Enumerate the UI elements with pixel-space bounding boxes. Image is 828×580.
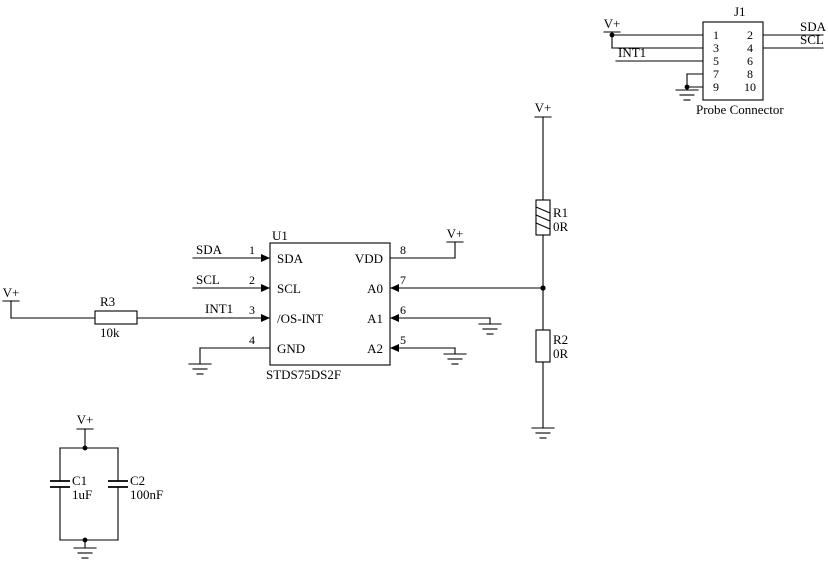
ic-ref: U1 <box>272 228 288 243</box>
capacitor-c2: C2 100nF <box>108 447 163 541</box>
pin-number: 4 <box>249 333 255 347</box>
pin-name: GND <box>277 341 305 356</box>
resistor-hatch <box>535 214 551 222</box>
pin-number: 7 <box>400 273 406 287</box>
vplus-symbol: V+ <box>603 16 621 33</box>
net-label-int1: INT1 <box>618 45 646 60</box>
ground-symbol <box>73 547 97 559</box>
junction-dot <box>540 285 546 291</box>
r1-r2-branch: V+ R1 0R R2 0R <box>531 100 569 439</box>
pin-number-2: 2 <box>747 28 753 42</box>
pin-number: 2 <box>249 273 255 287</box>
resistor-ref: R3 <box>100 294 115 309</box>
resistor-hatch <box>535 206 551 214</box>
pin-number: 3 <box>249 303 255 317</box>
resistor-body <box>94 310 138 325</box>
ground-symbol <box>443 353 467 365</box>
pin-number-8: 8 <box>747 67 753 81</box>
resistor-r3: R3 10k <box>94 294 138 340</box>
pin-arrow-icon <box>390 314 399 322</box>
pin-name: VDD <box>355 251 383 266</box>
ground-symbol <box>478 323 502 335</box>
resistor-r1: R1 0R <box>535 199 569 236</box>
vplus-symbol: V+ <box>446 226 464 243</box>
pin-name: A2 <box>367 341 383 356</box>
net-label-int1: INT1 <box>205 301 233 316</box>
net-label-sda: SDA <box>800 19 827 34</box>
capacitor-value: 1uF <box>72 487 92 502</box>
pin-name: A0 <box>367 281 383 296</box>
resistor-r2: R2 0R <box>535 329 569 363</box>
pin-number: 8 <box>400 243 406 257</box>
vplus-symbol: V+ <box>76 412 94 430</box>
pin-arrow-icon <box>261 314 270 322</box>
resistor-value: 0R <box>553 346 569 361</box>
resistor-ref: R1 <box>553 205 568 220</box>
connector-ref: J1 <box>734 4 746 19</box>
resistor-value: 0R <box>553 219 569 234</box>
junction-dot <box>82 445 88 451</box>
net-label-sda: SDA <box>196 242 223 257</box>
capacitor-c1: C1 1uF <box>50 447 92 541</box>
pin-number-4: 4 <box>747 41 753 55</box>
pin-number-10: 10 <box>744 80 756 94</box>
resistor-body <box>535 329 551 363</box>
pin-number-3: 3 <box>713 41 719 55</box>
vplus-symbol: V+ <box>534 100 552 118</box>
capacitor-value: 100nF <box>130 487 163 502</box>
pin-arrow-icon <box>390 284 399 292</box>
capacitor-ref: C1 <box>72 473 87 488</box>
pin-arrow-icon <box>261 284 270 292</box>
net-label-scl: SCL <box>800 32 824 47</box>
pin-number-7: 7 <box>713 67 719 81</box>
decoupling-caps: V+ C1 1uF C2 100nF <box>50 412 163 559</box>
connector-body <box>702 21 764 101</box>
resistor-value: 10k <box>100 325 120 340</box>
pin-number-9: 9 <box>713 80 719 94</box>
u1-ic: R3 10k V+ V+ <box>2 226 544 382</box>
pin-arrow-icon <box>261 254 270 262</box>
vplus-label: V+ <box>604 16 621 31</box>
ground-symbol <box>675 89 699 101</box>
pin-number-5: 5 <box>713 54 719 68</box>
vplus-symbol: V+ <box>2 285 20 319</box>
pin-name: /OS-INT <box>277 311 323 326</box>
ground-symbol <box>531 427 555 439</box>
vplus-label: V+ <box>447 226 464 241</box>
pin-number: 6 <box>400 303 406 317</box>
vplus-label: V+ <box>77 412 94 427</box>
pin-name: SDA <box>277 251 304 266</box>
ground-symbol <box>188 363 212 375</box>
pin-number-6: 6 <box>747 54 753 68</box>
resistor-hatch <box>535 222 551 230</box>
ic-body <box>269 242 391 366</box>
ic-part-number: STDS75DS2F <box>266 367 341 382</box>
resistor-ref: R2 <box>553 332 568 347</box>
pin-arrow-icon <box>390 344 399 352</box>
net-label-scl: SCL <box>196 272 220 287</box>
pin-name: SCL <box>277 281 301 296</box>
pin-name: A1 <box>367 311 383 326</box>
junction-dot <box>684 84 690 90</box>
pin-number: 1 <box>249 243 255 257</box>
pin-number: 5 <box>400 333 406 347</box>
capacitor-ref: C2 <box>130 473 145 488</box>
vplus-label: V+ <box>3 285 20 300</box>
connector-title: Probe Connector <box>696 102 784 117</box>
vplus-label: V+ <box>535 100 552 115</box>
junction-dot <box>609 32 615 38</box>
pin-number-1: 1 <box>713 28 719 42</box>
j1-connector: V+ J1 Probe Connector 1 3 5 7 9 2 4 6 8 … <box>603 4 827 117</box>
